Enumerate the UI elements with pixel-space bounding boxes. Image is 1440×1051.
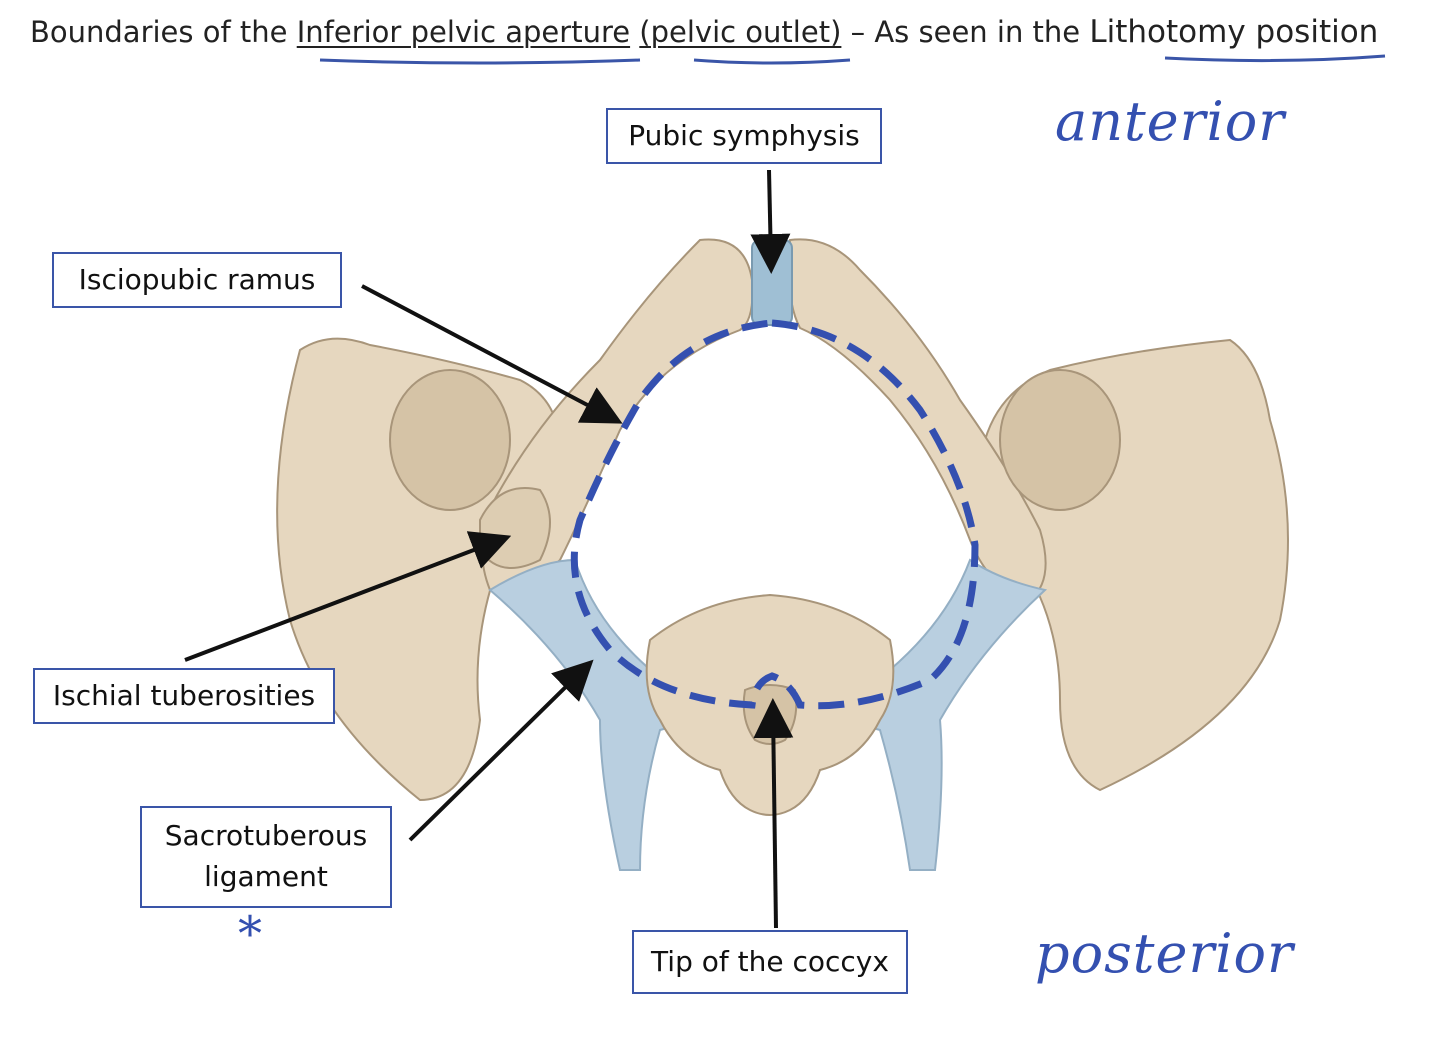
title-lithotomy-position: Lithotomy position <box>1089 14 1379 50</box>
label-tip-of-coccyx: Tip of the coccyx <box>632 930 908 994</box>
label-sacrotuberous-ligament: Sacrotuberous ligament <box>140 806 392 908</box>
arrow-pubic-symphysis <box>750 169 791 274</box>
label-isciopubic-ramus-text: Isciopubic ramus <box>78 262 316 296</box>
label-isciopubic-ramus: Isciopubic ramus <box>52 252 342 308</box>
underline-inferior <box>319 58 641 65</box>
title-text-1: Boundaries of the <box>30 15 297 49</box>
label-pubic-symphysis: Pubic symphysis <box>606 108 882 164</box>
annotation-posterior: posterior <box>1035 922 1294 985</box>
label-ischial-tuberosities-text: Ischial tuberosities <box>52 678 316 712</box>
underline-lithotomy <box>1164 54 1386 63</box>
left-acetabulum <box>389 369 511 511</box>
label-pubic-symphysis-text: Pubic symphysis <box>628 118 860 152</box>
page-title: Boundaries of the Inferior pelvic apertu… <box>30 14 1378 50</box>
annotation-asterisk: * <box>238 906 263 962</box>
arrow-ischial-tuberosities <box>184 531 512 662</box>
arrow-isciopubic-ramus <box>361 284 623 424</box>
title-inferior-pelvic-aperture: Inferior pelvic aperture <box>296 15 631 49</box>
right-sacrotuberous-ligament <box>847 558 1048 871</box>
label-tip-of-coccyx-text: Tip of the coccyx <box>651 944 889 978</box>
annotation-anterior: anterior <box>1055 90 1286 153</box>
pelvic-outlet-outline <box>570 319 979 710</box>
left-sacrotuberous-ligament <box>488 558 693 871</box>
label-sacrotuberous-line2: ligament <box>204 860 328 893</box>
title-text-2: – As seen in the <box>841 15 1090 49</box>
label-ischial-tuberosities: Ischial tuberosities <box>33 668 335 724</box>
label-sacrotuberous-line1: Sacrotuberous <box>164 819 368 853</box>
arrow-tip-of-coccyx <box>753 698 794 929</box>
right-acetabulum <box>999 369 1121 511</box>
underline-outlet <box>693 58 851 65</box>
arrow-sacrotuberous-ligament <box>408 659 594 842</box>
title-pelvic-outlet: (pelvic outlet) <box>639 15 842 49</box>
coccyx <box>742 684 798 745</box>
